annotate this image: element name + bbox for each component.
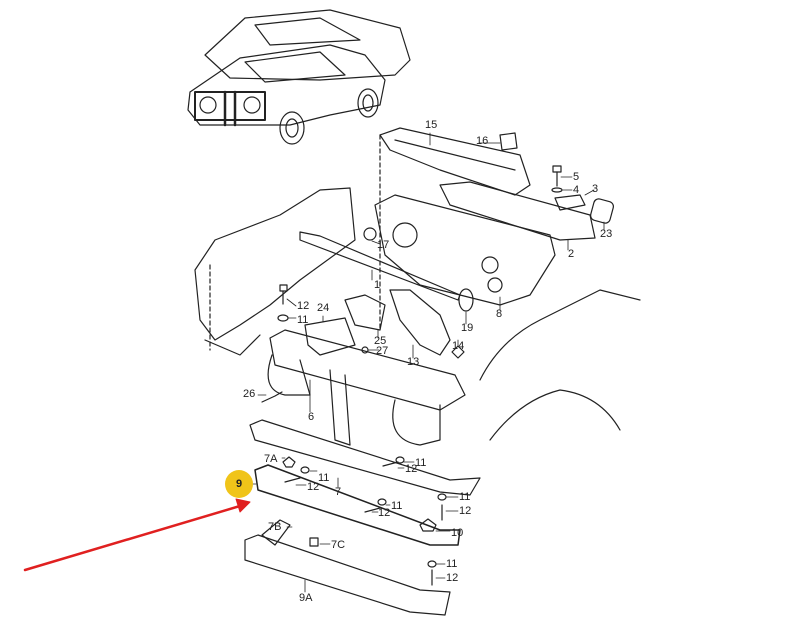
- clip-part-14: [451, 345, 465, 359]
- label-19: 19: [461, 322, 474, 334]
- label-7B: 7B: [268, 521, 282, 533]
- label-1: 1: [374, 279, 381, 291]
- label-15: 15: [425, 119, 438, 131]
- label-12: 12: [378, 507, 391, 519]
- inner-fender: [194, 187, 356, 356]
- bumper-part-9: [254, 464, 461, 546]
- label-3: 3: [592, 183, 599, 195]
- leader-lines: [245, 132, 605, 593]
- label-12: 12: [405, 463, 418, 475]
- label-14: 14: [452, 340, 465, 352]
- label-12: 12: [307, 481, 320, 493]
- front-fender: [479, 289, 641, 441]
- air-guide-part-24: [304, 317, 356, 356]
- nut-part-7A: [282, 456, 296, 468]
- label-16: 16: [476, 135, 489, 147]
- seal-part-1: [299, 231, 461, 301]
- fasteners: [284, 456, 447, 586]
- bracket-part-10: [419, 518, 437, 532]
- cowl-cover-part-15: [379, 127, 531, 331]
- washer-part-11: [277, 314, 289, 322]
- grommet-part-19: [458, 288, 474, 312]
- label-11: 11: [459, 491, 471, 503]
- washer-part-4: [551, 187, 563, 193]
- label-11: 11: [446, 558, 458, 570]
- plenum-part-2: [439, 181, 596, 241]
- label-26: 26: [243, 388, 256, 400]
- label-24: 24: [317, 302, 330, 314]
- label-11: 11: [415, 457, 427, 469]
- car-illustration: [187, 9, 411, 145]
- bracket-part-13: [389, 289, 451, 356]
- highlighted-part-9-badge: 9: [225, 470, 253, 498]
- part-16-clip: [499, 132, 518, 151]
- label-25: 25: [374, 335, 387, 347]
- label-2: 2: [568, 248, 575, 260]
- label-12: 12: [459, 505, 472, 517]
- highlight-label: 9: [235, 478, 243, 490]
- label-13: 13: [407, 356, 420, 368]
- label-11: 11: [297, 314, 309, 326]
- label-12: 12: [446, 572, 459, 584]
- bolt-part-12: [279, 284, 288, 305]
- bracket-part-7B: [261, 519, 291, 546]
- label-4: 4: [573, 184, 580, 196]
- red-arrow: [23, 498, 251, 572]
- label-23: 23: [600, 228, 613, 240]
- bumper-cover-part-9A: [244, 534, 451, 616]
- label-27: 27: [376, 345, 389, 357]
- label-7C: 7C: [331, 539, 346, 551]
- label-11: 11: [391, 500, 403, 512]
- grommet-part-23: [590, 198, 614, 224]
- label-12: 12: [297, 300, 310, 312]
- label-8: 8: [496, 308, 503, 320]
- clip-part-7C: [309, 537, 319, 547]
- bulkhead-part-8: [374, 194, 556, 306]
- label-11: 11: [318, 472, 330, 484]
- label-7: 7: [335, 486, 342, 498]
- duct-part-25: [344, 294, 386, 331]
- bumper-carrier-part-7: [249, 419, 481, 496]
- grommet-part-17: [363, 227, 377, 241]
- label-5: 5: [573, 171, 580, 183]
- label-6: 6: [308, 411, 315, 423]
- label-9A: 9A: [299, 592, 313, 604]
- radiator-support-part-6: [267, 329, 466, 446]
- label-10: 10: [451, 527, 464, 539]
- rivet-part-26: [261, 391, 283, 403]
- label-7A: 7A: [264, 453, 278, 465]
- bracket-part-3: [554, 194, 586, 211]
- label-17: 17: [377, 239, 390, 251]
- bolt-part-5: [552, 165, 562, 187]
